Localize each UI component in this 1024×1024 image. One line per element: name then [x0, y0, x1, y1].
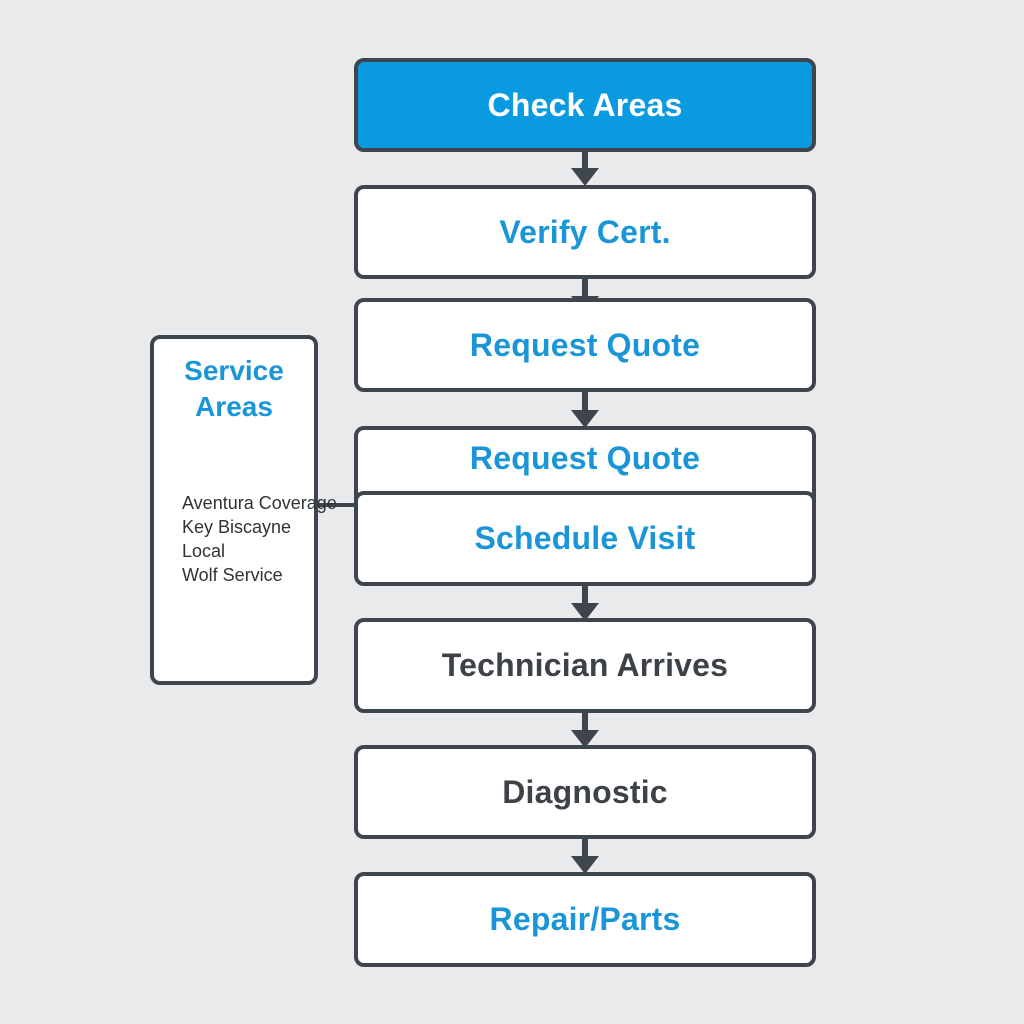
step-repair-parts-label: Repair/Parts [489, 901, 681, 937]
step-check-areas-label: Check Areas [487, 86, 683, 123]
service-areas-panel: Service Areas Aventura Coverage Key Bisc… [150, 335, 337, 685]
step-technician-arrives-label: Technician Arrives [441, 647, 729, 683]
step-verify-cert: Verify Cert. [354, 185, 816, 279]
service-areas-list: Aventura Coverage Key Biscayne Local Wol… [182, 491, 337, 587]
service-areas-title: Service Areas [154, 353, 314, 425]
step-request-quote-2-label: Request Quote [469, 440, 701, 476]
step-verify-cert-label: Verify Cert. [499, 213, 671, 250]
service-area-item: Key Biscayne [182, 517, 292, 537]
arrowhead-check-to-verify [571, 168, 599, 186]
service-areas-title-line1: Service [184, 355, 284, 386]
step-schedule-visit-label: Schedule Visit [474, 520, 696, 556]
step-diagnostic-label: Diagnostic [502, 773, 668, 810]
step-check-areas: Check Areas [354, 58, 816, 152]
step-technician-arrives: Technician Arrives [354, 618, 816, 713]
service-area-item: Aventura Coverage [182, 493, 337, 513]
step-schedule-visit: Schedule Visit [354, 491, 816, 586]
step-request-quote-1: Request Quote [354, 298, 816, 392]
step-diagnostic: Diagnostic [354, 745, 816, 839]
step-request-quote-1-label: Request Quote [469, 326, 701, 363]
service-areas-title-line2: Areas [195, 391, 273, 422]
service-area-item: Wolf Service [182, 565, 283, 585]
service-area-item: Local [182, 541, 226, 561]
step-repair-parts: Repair/Parts [354, 872, 816, 967]
